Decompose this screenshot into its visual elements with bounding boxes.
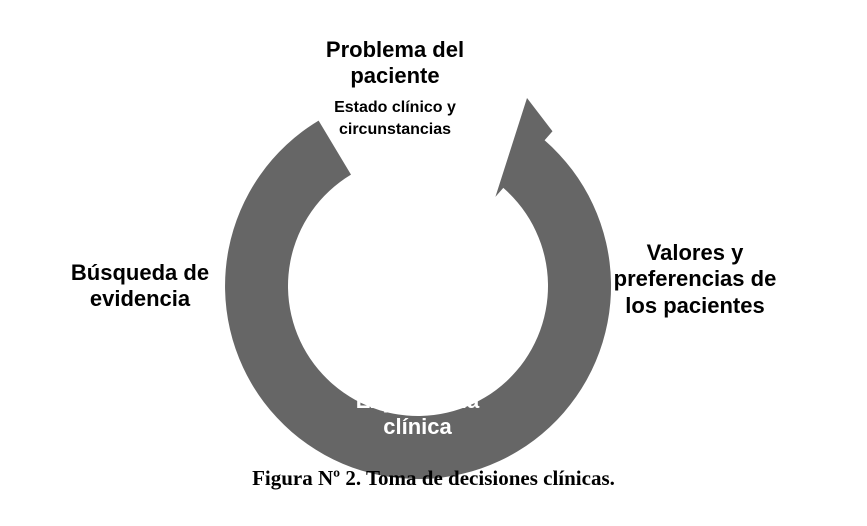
top-label-title: Problema del paciente [290, 37, 500, 90]
bottom-label: Experiencia clínica [330, 388, 505, 441]
cycle-arrow [225, 98, 612, 480]
top-title-line2: paciente [350, 63, 440, 89]
right-line3: los pacientes [625, 292, 765, 318]
left-line2: evidencia [89, 286, 191, 312]
right-line1: Valores y [646, 240, 744, 265]
top-sub-line2: circunstancias [338, 120, 452, 138]
figure-caption: Figura Nº 2. Toma de decisiones clínicas… [252, 466, 615, 490]
left-label: Búsqueda de evidencia [45, 260, 235, 313]
left-line1: Búsqueda de [70, 260, 210, 285]
top-label-subtitle: Estado clínico y circunstancias [305, 97, 485, 140]
right-line2: preferencias de [613, 266, 777, 292]
top-title-line1: Problema del [325, 37, 465, 62]
top-sub-line1: Estado clínico y [334, 99, 456, 116]
bottom-line2: clínica [383, 414, 452, 440]
right-label: Valores y preferencias de los pacientes [590, 240, 800, 319]
bottom-line1: Experiencia [355, 388, 480, 413]
